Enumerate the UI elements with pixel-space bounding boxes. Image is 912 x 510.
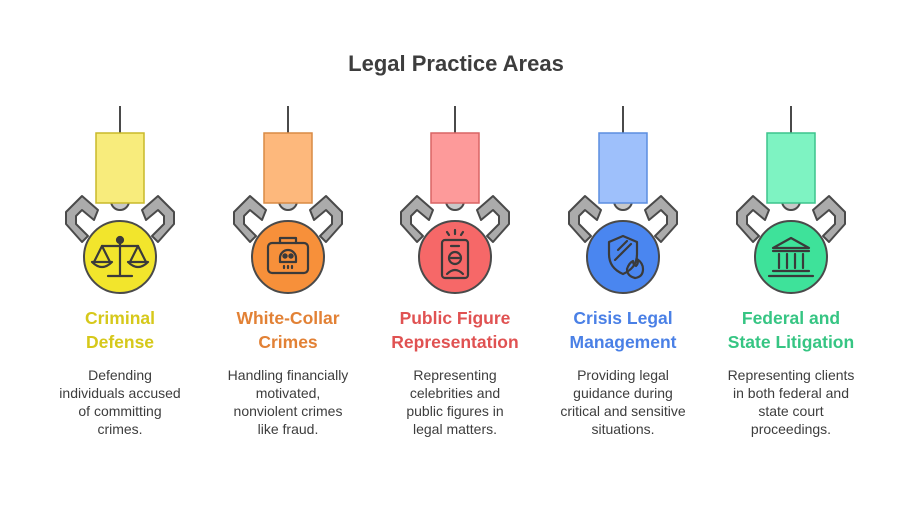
- briefcase-skull-icon: [266, 236, 310, 275]
- courthouse-icon: [767, 236, 815, 278]
- claw-graphic: [65, 106, 175, 294]
- page-title: Legal Practice Areas: [348, 51, 564, 76]
- claw-graphic: [400, 106, 510, 294]
- scales-of-justice-icon: [90, 235, 150, 278]
- claw-graphic: [736, 106, 846, 294]
- shield-fire-icon: [607, 234, 645, 280]
- claw-graphic: [568, 106, 678, 294]
- id-badge-icon: [440, 228, 470, 280]
- claw-graphic: [233, 106, 343, 294]
